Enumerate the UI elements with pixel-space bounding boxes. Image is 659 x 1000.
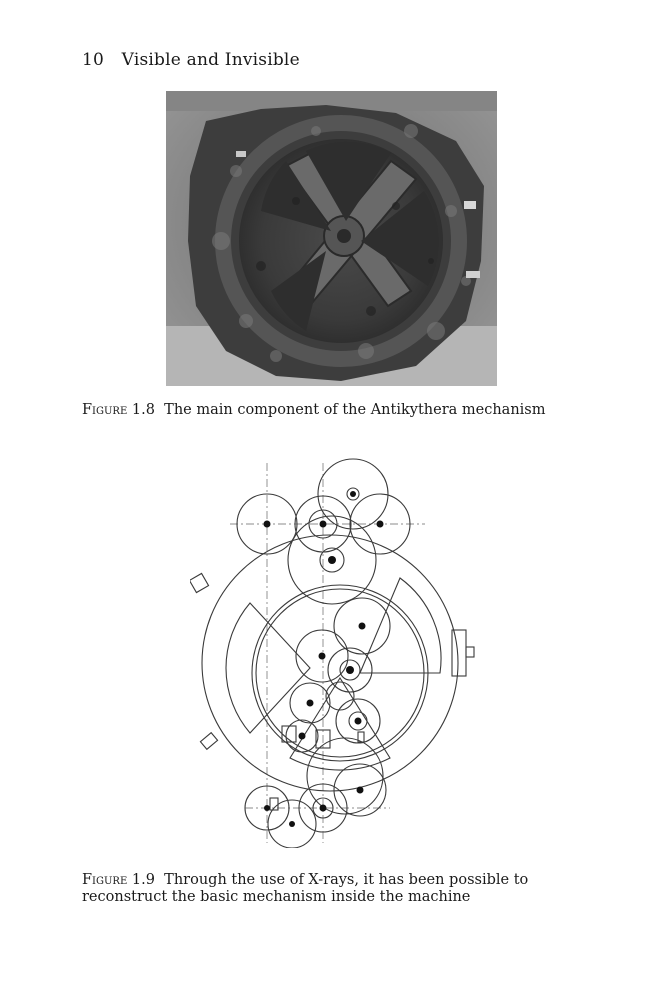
page-number: 10 (82, 50, 105, 70)
figure-label: Figure 1.8 (82, 402, 155, 418)
caption-text: The main component of the Antikythera me… (164, 402, 546, 418)
figure-1-8-caption: Figure 1.8 The main component of the Ant… (82, 402, 602, 419)
figure-1-9-caption: Figure 1.9 Through the use of X-rays, it… (82, 872, 602, 906)
figure-label: Figure 1.9 (82, 872, 155, 888)
antikythera-photo (166, 91, 497, 386)
gear-reconstruction-diagram (190, 458, 475, 848)
caption-text: Through the use of X-rays, it has been p… (82, 872, 529, 905)
running-head: 10 Visible and Invisible (82, 50, 300, 70)
running-title: Visible and Invisible (121, 50, 300, 70)
